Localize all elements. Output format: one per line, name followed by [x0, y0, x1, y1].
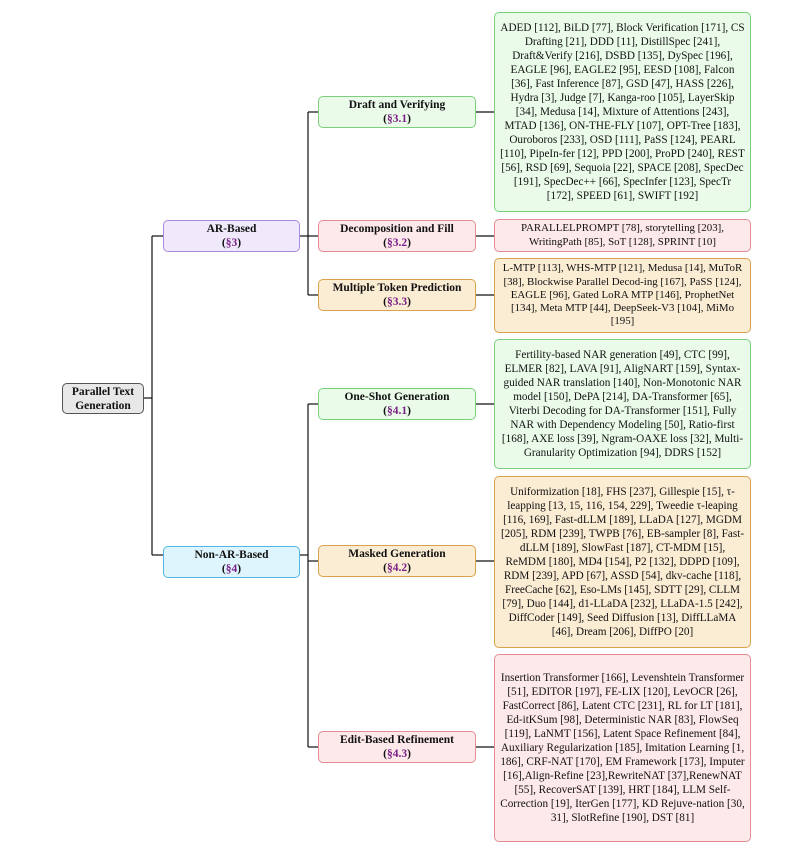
one-shot-generation-label: One-Shot Generation	[344, 391, 450, 403]
decomposition-fill-leaf: PARALLELPROMPT [78], storytelling [203],…	[494, 219, 751, 252]
multiple-token-prediction-methods: L-MTP [113], WHS-MTP [121], Medusa [14],…	[502, 262, 743, 328]
one-shot-generation-leaf: Fertility-based NAR generation [49], CTC…	[494, 339, 751, 469]
root-label: Parallel Text Generation	[71, 385, 135, 412]
one-shot-generation-section: §4.1	[386, 405, 408, 417]
decomposition-fill-label: Decomposition and Fill	[340, 223, 454, 235]
multiple-token-prediction-label: Multiple Token Prediction	[332, 282, 462, 294]
decomposition-fill-node: Decomposition and Fill (§3.2)	[318, 220, 476, 252]
masked-generation-section: §4.2	[386, 562, 408, 574]
draft-verifying-node: Draft and Verifying (§3.1)	[318, 96, 476, 128]
multiple-token-prediction-leaf: L-MTP [113], WHS-MTP [121], Medusa [14],…	[494, 258, 751, 333]
edit-based-refinement-label: Edit-Based Refinement	[339, 734, 455, 746]
masked-generation-label: Masked Generation	[348, 548, 446, 560]
edit-based-refinement-node: Edit-Based Refinement (§4.3)	[318, 731, 476, 763]
draft-verifying-label: Draft and Verifying	[348, 99, 446, 111]
draft-verifying-leaf: ADED [112], BiLD [77], Block Verificatio…	[494, 12, 751, 212]
non-ar-based-node: Non-AR-Based (§4)	[163, 546, 300, 578]
draft-verifying-section: §3.1	[386, 113, 408, 125]
masked-generation-node: Masked Generation (§4.2)	[318, 545, 476, 577]
masked-generation-methods: Uniformization [18], FHS [237], Gillespi…	[500, 486, 745, 638]
decomposition-fill-section: §3.2	[386, 237, 408, 249]
draft-verifying-methods: ADED [112], BiLD [77], Block Verificatio…	[500, 22, 745, 202]
ar-based-node: AR-Based (§3)	[163, 220, 300, 252]
masked-generation-leaf: Uniformization [18], FHS [237], Gillespi…	[494, 476, 751, 648]
edit-based-refinement-methods: Insertion Transformer [166], Levenshtein…	[500, 672, 745, 824]
non-ar-based-section: §4	[225, 563, 238, 575]
multiple-token-prediction-node: Multiple Token Prediction (§3.3)	[318, 279, 476, 311]
non-ar-based-label: Non-AR-Based	[194, 549, 269, 561]
ar-based-section: §3	[225, 237, 238, 249]
root-node: Parallel Text Generation	[62, 383, 144, 414]
one-shot-generation-node: One-Shot Generation (§4.1)	[318, 388, 476, 420]
decomposition-fill-methods: PARALLELPROMPT [78], storytelling [203],…	[521, 222, 724, 248]
edit-based-refinement-leaf: Insertion Transformer [166], Levenshtein…	[494, 654, 751, 842]
one-shot-generation-methods: Fertility-based NAR generation [49], CTC…	[501, 349, 744, 459]
ar-based-label: AR-Based	[206, 223, 257, 235]
edit-based-refinement-section: §4.3	[386, 748, 408, 760]
multiple-token-prediction-section: §3.3	[386, 296, 408, 308]
